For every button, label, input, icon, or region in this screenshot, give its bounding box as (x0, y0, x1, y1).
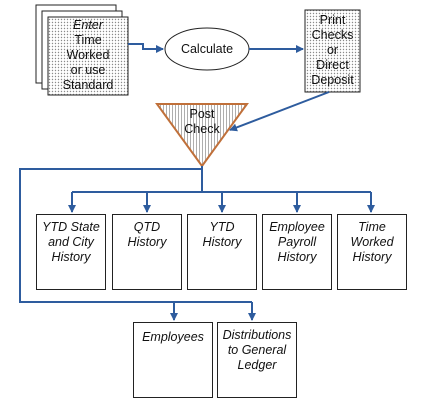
employees-box (133, 322, 213, 398)
print-line: Checks (311, 28, 354, 42)
post-line: Post (189, 107, 215, 121)
print-line: or (326, 43, 339, 57)
history-box-ytd-state (36, 214, 106, 290)
print-label: Print Checks or Direct Deposit (305, 13, 360, 88)
source-label: Enter Time Worked or use Standard (50, 18, 126, 93)
history-line: QTD (133, 220, 161, 234)
ytd-state-label: YTD State and City History (36, 220, 106, 265)
history-line: History (202, 235, 242, 249)
source-line: Time (74, 33, 102, 47)
bottom-line: Ledger (237, 358, 277, 372)
history-line: Employee (269, 220, 325, 234)
bottom-line: Employees (142, 330, 204, 344)
print-document-shape (304, 9, 361, 93)
print-line: Deposit (311, 73, 354, 87)
history-box-ytd (187, 214, 257, 290)
employees-label: Employees (133, 330, 213, 345)
history-line: History (277, 250, 317, 264)
employee-payroll-label: Employee Payroll History (262, 220, 332, 265)
history-line: YTD (209, 220, 235, 234)
history-line: and City (48, 235, 94, 249)
bottom-line: Distributions (222, 328, 292, 342)
history-line: Payroll (277, 235, 317, 249)
history-box-qtd (112, 214, 182, 290)
post-check-label: Post Check (172, 107, 232, 137)
history-line: Time (358, 220, 386, 234)
ytd-label: YTD History (187, 220, 257, 250)
history-line: YTD State (42, 220, 100, 234)
post-line: Check (184, 122, 220, 136)
distributions-box (217, 322, 297, 398)
source-line: or use (70, 63, 106, 77)
calculate-text: Calculate (180, 42, 234, 56)
source-line: Worked (66, 48, 110, 62)
source-document-shape (47, 16, 129, 96)
history-line: History (51, 250, 91, 264)
history-box-employee-payroll (262, 214, 332, 290)
calculate-label: Calculate (165, 42, 249, 57)
bottom-line: to General (227, 343, 287, 357)
connector-bottom-bus (19, 168, 252, 303)
source-line: Standard (62, 78, 114, 92)
history-line: History (352, 250, 392, 264)
history-line: Worked (350, 235, 394, 249)
connector-print-to-post (229, 91, 330, 132)
time-worked-label: Time Worked History (337, 220, 407, 265)
print-line: Direct (316, 58, 349, 72)
connector-enter-to-calculate (128, 43, 164, 53)
qtd-label: QTD History (112, 220, 182, 250)
post-check-triangle (155, 103, 249, 168)
distributions-label: Distributions to General Ledger (217, 328, 297, 373)
source-line: Enter (73, 18, 103, 32)
history-line: History (127, 235, 167, 249)
history-box-time-worked (337, 214, 407, 290)
print-line: Print (319, 13, 346, 27)
